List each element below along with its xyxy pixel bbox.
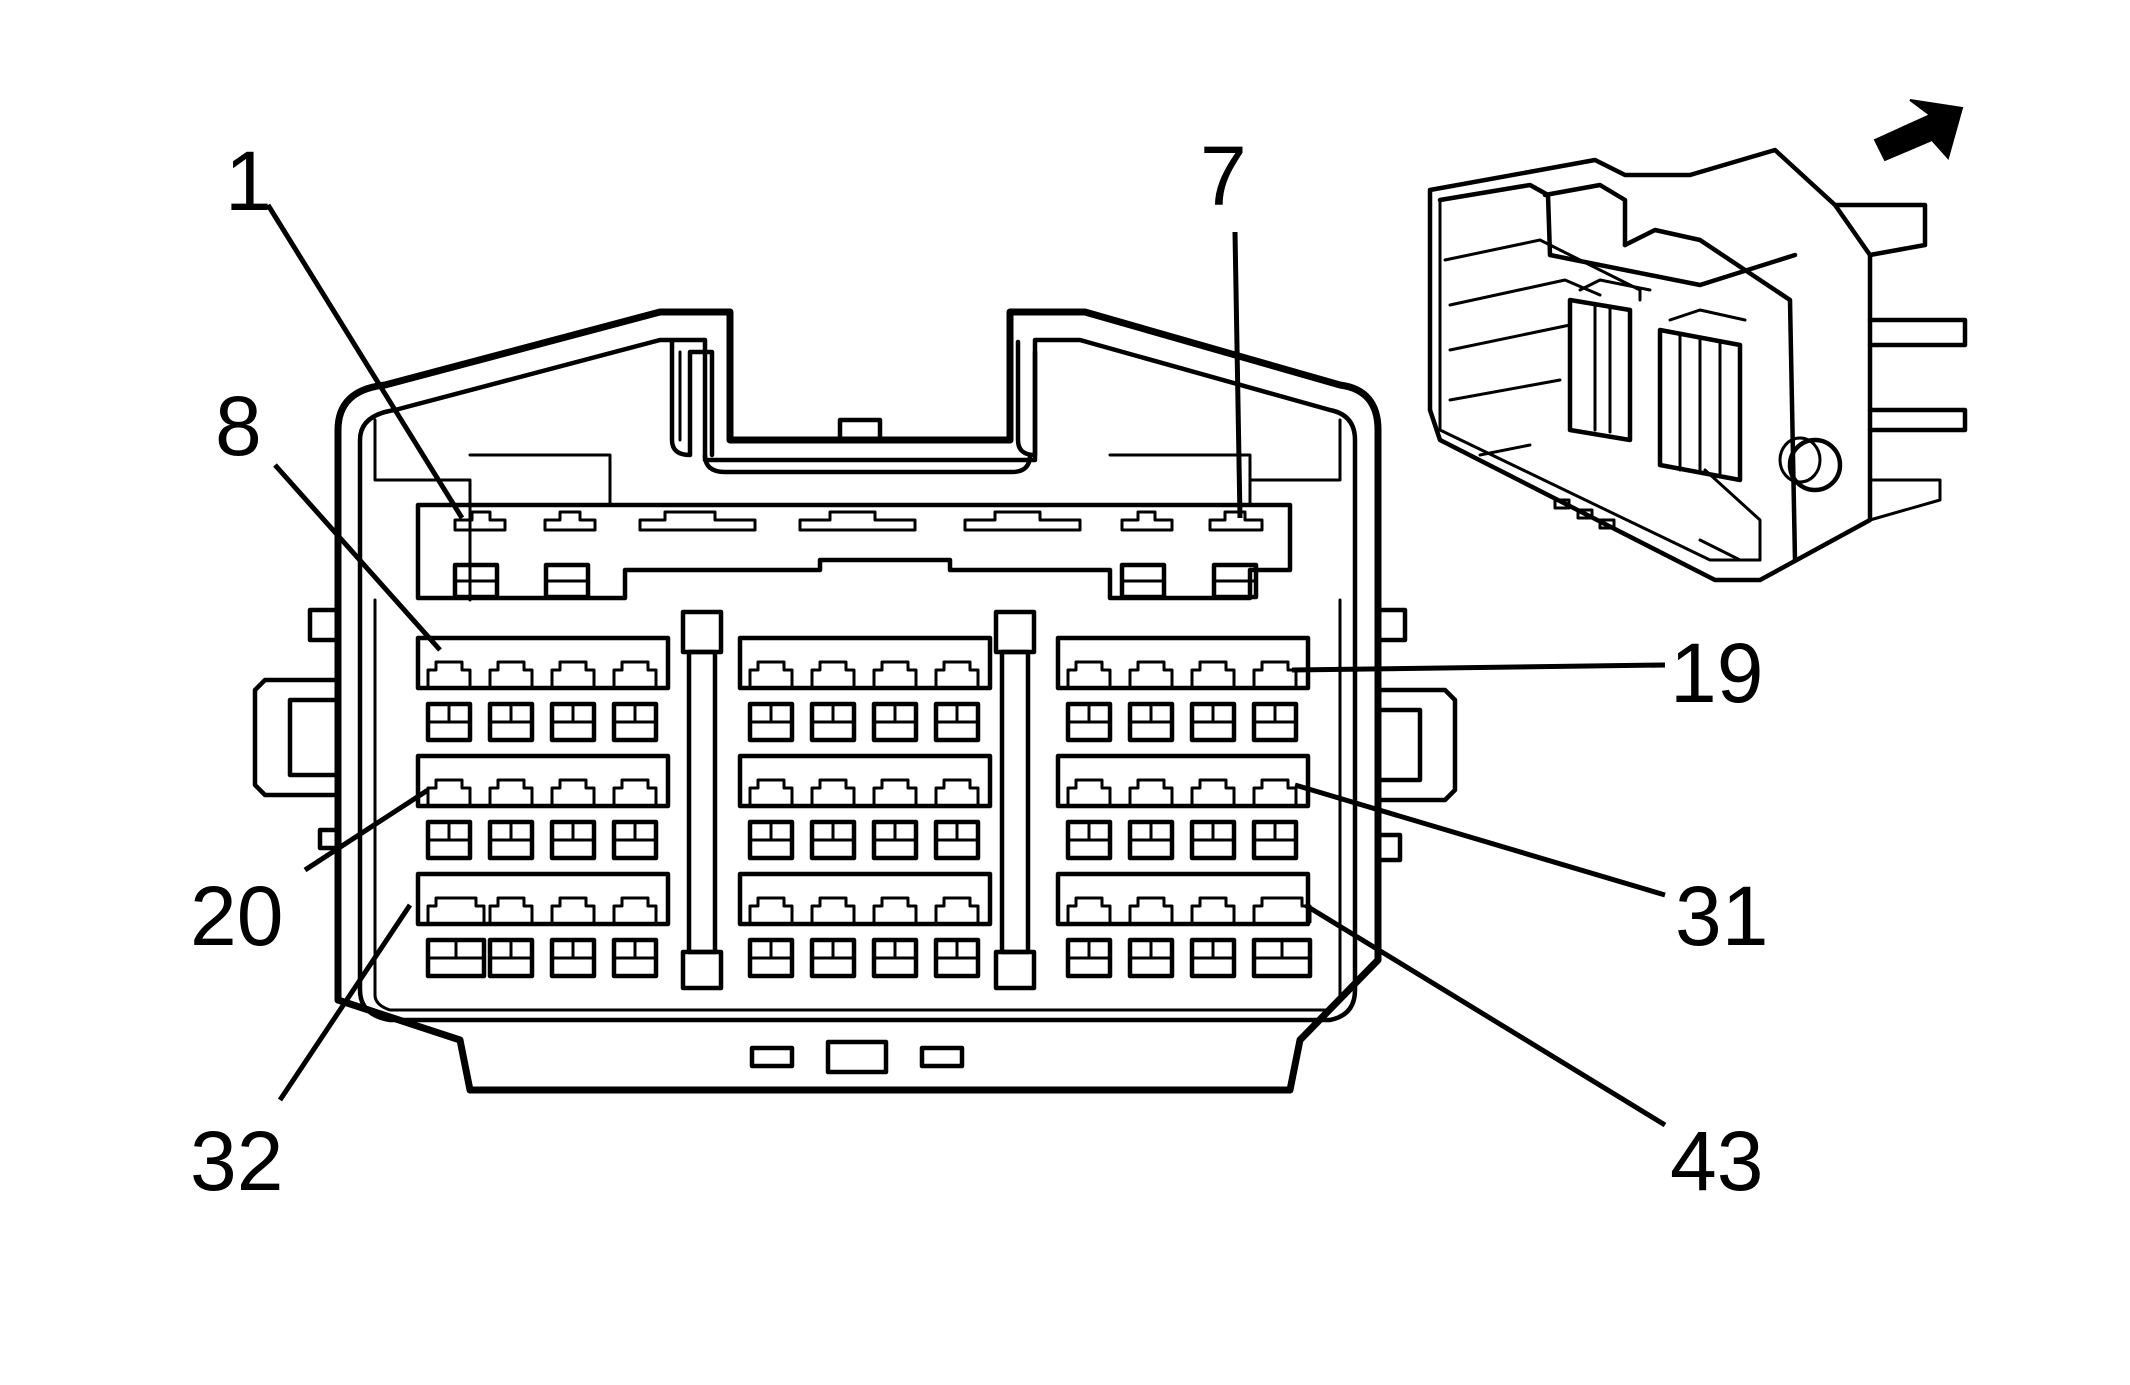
cavity-latch xyxy=(1252,778,1298,806)
cavity-latch xyxy=(1128,778,1174,806)
cavity-latch xyxy=(1066,896,1112,924)
top-terminals xyxy=(452,510,1264,600)
cavity-latch xyxy=(748,896,794,924)
pin-label-19: 19 xyxy=(1670,626,1763,720)
cavity-latch xyxy=(934,778,980,806)
cavity-latch xyxy=(426,660,472,688)
cavity-latch xyxy=(612,778,658,806)
connector-face-view xyxy=(252,308,1458,1094)
leader-pin-32 xyxy=(277,903,413,1102)
cavity-latch xyxy=(550,896,596,924)
cavity-latch xyxy=(1190,778,1236,806)
cavity-latch xyxy=(934,896,980,924)
side-latches xyxy=(252,607,1458,863)
cavity-latch xyxy=(748,660,794,688)
cavity-latch xyxy=(1252,896,1312,924)
pin-label-20: 20 xyxy=(190,869,283,963)
pin-cavity-blocks xyxy=(415,635,1313,979)
pin-labels: 1 7 8 19 20 31 32 43 xyxy=(190,129,1768,1208)
pin-label-8: 8 xyxy=(215,379,262,473)
cavity-latch xyxy=(1190,896,1236,924)
connector-3d-view-icon xyxy=(1427,99,1968,583)
cavity-latch xyxy=(1190,660,1236,688)
leader-lines xyxy=(265,203,1667,1128)
cavity-latch xyxy=(1128,896,1174,924)
cavity-row-frame xyxy=(415,753,671,809)
cavity-latch xyxy=(612,660,658,688)
leader-pin-7 xyxy=(1232,231,1243,519)
leader-pin-19 xyxy=(1291,662,1666,673)
cavity-latch xyxy=(810,896,856,924)
cavity-latch xyxy=(748,778,794,806)
leader-pin-1 xyxy=(265,203,465,520)
cavity-row-frame xyxy=(1055,871,1311,927)
cavity-latch xyxy=(872,660,918,688)
arrow-icon xyxy=(1873,99,1964,162)
cavity-row-frame xyxy=(1055,753,1311,809)
pin-label-32: 32 xyxy=(190,1114,283,1208)
cavity-row-frame xyxy=(1055,635,1311,691)
cavity-latch xyxy=(810,778,856,806)
center-posts xyxy=(680,609,1037,991)
cavity-latch xyxy=(1066,660,1112,688)
cavity-latch xyxy=(488,778,534,806)
cavity-row-frame xyxy=(415,635,671,691)
leader-pin-31 xyxy=(1294,782,1666,898)
leader-pin-43 xyxy=(1303,902,1667,1128)
cavity-latch xyxy=(1066,778,1112,806)
leader-pin-8 xyxy=(273,463,442,652)
cavity-latch xyxy=(810,660,856,688)
cavity-latch xyxy=(1252,660,1298,688)
cavity-row-frame xyxy=(737,635,993,691)
cavity-latch xyxy=(872,896,918,924)
cavity-latch xyxy=(488,896,534,924)
cavity-latch xyxy=(426,896,486,924)
pin-label-43: 43 xyxy=(1670,1114,1763,1208)
pin-label-31: 31 xyxy=(1675,869,1768,963)
leader-pin-20 xyxy=(303,787,430,873)
pin-label-1: 1 xyxy=(225,134,272,228)
cavity-latch xyxy=(1128,660,1174,688)
pin-label-7: 7 xyxy=(1200,129,1247,223)
cavity-latch xyxy=(934,660,980,688)
cavity-latch xyxy=(612,896,658,924)
cavity-latch xyxy=(426,778,472,806)
cavity-row-frame xyxy=(737,871,993,927)
cavity-latch xyxy=(872,778,918,806)
cavity-latch xyxy=(550,778,596,806)
cavity-latch xyxy=(550,660,596,688)
cavity-row-frame xyxy=(415,871,671,927)
cavity-latch xyxy=(488,660,534,688)
cavity-row-frame xyxy=(737,753,993,809)
bottom-slots xyxy=(749,1039,965,1075)
